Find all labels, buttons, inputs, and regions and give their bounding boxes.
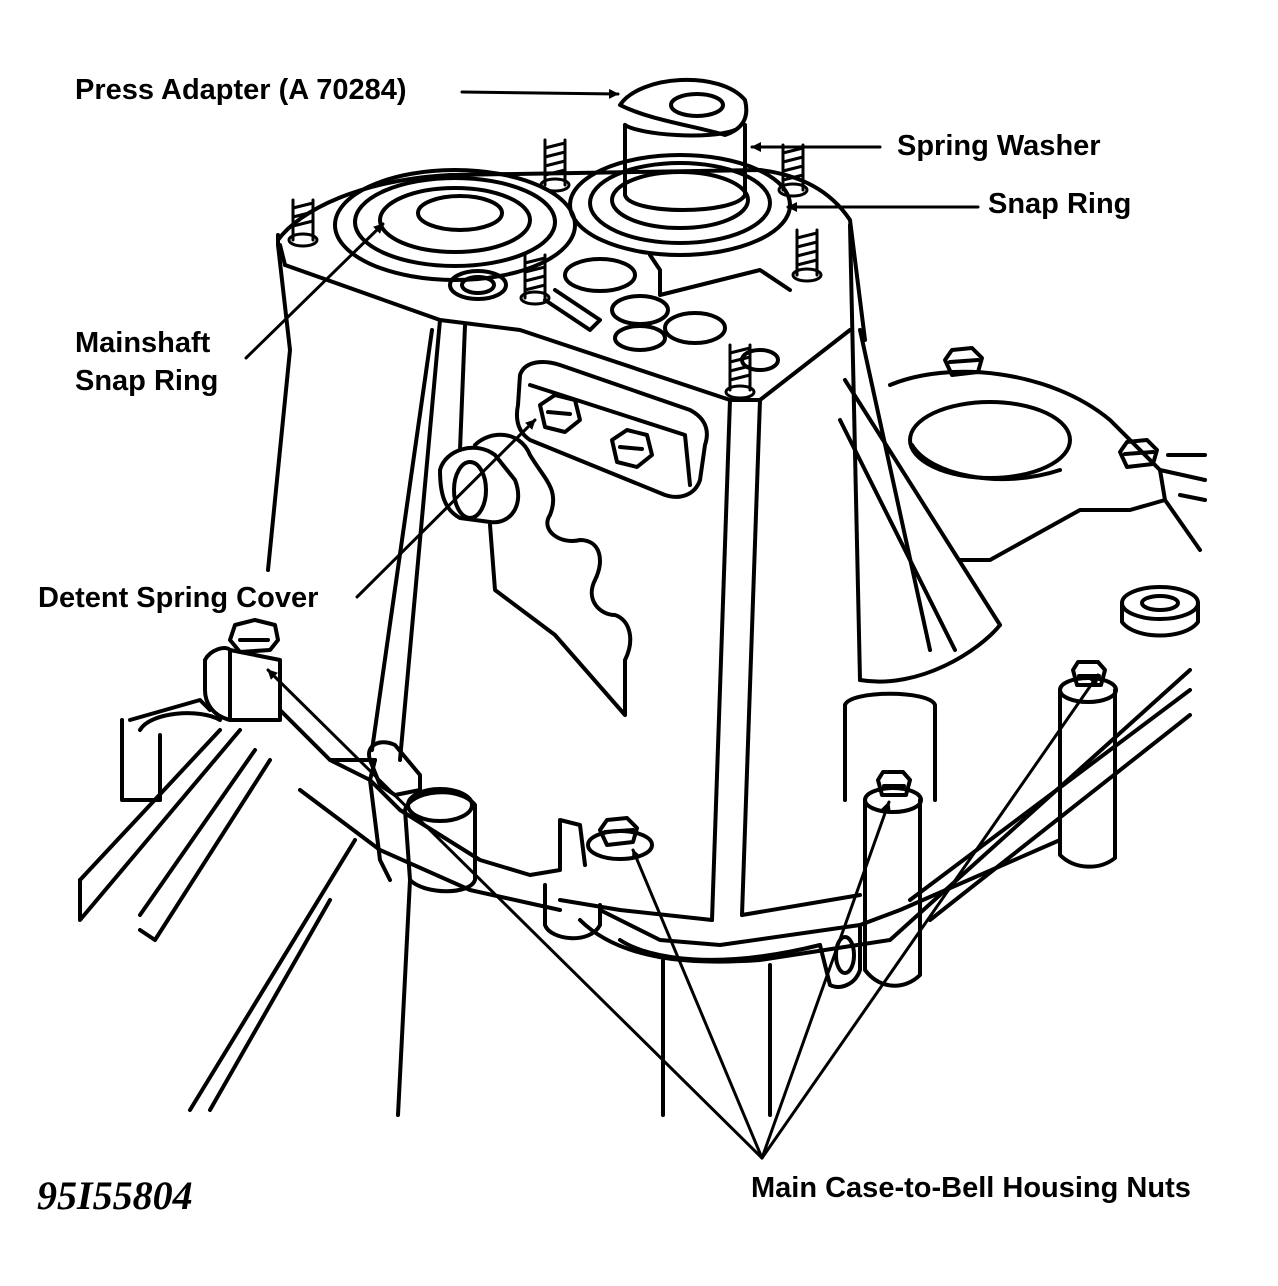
press-adapter-label: Press Adapter (A 70284) xyxy=(75,74,407,106)
cover-bolt xyxy=(538,393,582,434)
stud xyxy=(539,138,571,193)
snap-ring-label: Snap Ring xyxy=(988,188,1132,220)
pillar xyxy=(863,770,923,988)
leader-lines xyxy=(244,88,1100,1160)
loose-washer xyxy=(1120,585,1200,638)
detent-cover-leader xyxy=(355,418,537,599)
nut-leader xyxy=(266,668,764,1160)
stud xyxy=(287,198,319,248)
detent-spring-cover xyxy=(514,360,709,499)
top-holes xyxy=(448,253,792,372)
studs xyxy=(287,138,823,400)
countershaft-bore xyxy=(568,153,792,257)
left-bracket xyxy=(78,618,377,942)
stud xyxy=(724,343,756,400)
detent-spring-cover-label: Detent Spring Cover xyxy=(38,582,319,614)
mainshaft-bore xyxy=(333,168,577,282)
stud xyxy=(777,143,809,198)
stud xyxy=(791,228,823,283)
figure-code: 95I55804 xyxy=(37,1173,193,1218)
shift-boss xyxy=(438,432,633,717)
spring-washer-label: Spring Washer xyxy=(897,130,1101,162)
pillar xyxy=(843,691,937,802)
flange-nut xyxy=(1118,438,1159,469)
main-case xyxy=(266,168,1002,922)
press-adapter xyxy=(618,77,749,212)
bell-housing-flange xyxy=(888,369,1207,562)
flange-nut xyxy=(943,346,984,377)
main-case-nuts-label: Main Case-to-Bell Housing Nuts xyxy=(751,1172,1191,1204)
mainshaft-label-line1: Mainshaft xyxy=(75,327,211,359)
mainshaft-label-line2: Snap Ring xyxy=(75,365,219,397)
nut-leader xyxy=(760,800,891,1160)
skirt-nut xyxy=(586,816,654,861)
nut-leader xyxy=(760,673,1100,1160)
lower-lines xyxy=(188,838,772,1117)
cover-bolt xyxy=(610,428,654,469)
nut-leader xyxy=(631,848,764,1160)
mainshaft-snap-ring-leader xyxy=(244,222,385,360)
press-adapter-leader xyxy=(460,88,620,99)
stud xyxy=(519,253,551,306)
